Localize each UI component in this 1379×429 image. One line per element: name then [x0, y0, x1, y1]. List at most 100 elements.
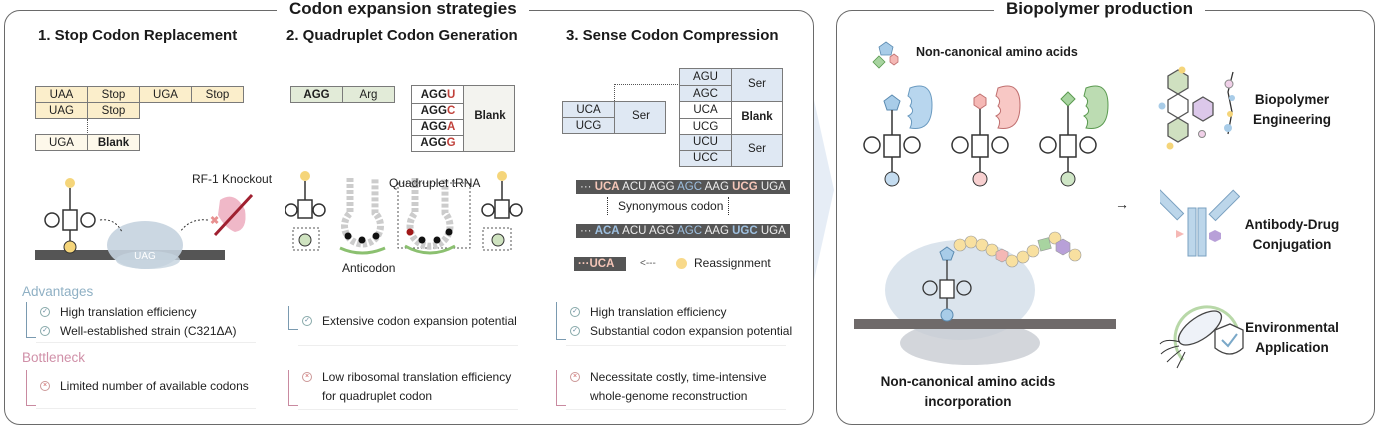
codon-cell: Stop	[87, 86, 140, 103]
bottleneck-label: Bottleneck	[22, 350, 86, 365]
check-icon: ✓	[302, 315, 312, 326]
block-x-icon: ✖	[210, 215, 219, 227]
separator	[298, 345, 518, 346]
quad-codon-table: AGGU AGGC AGGA AGGG Blank	[411, 85, 515, 152]
codon-cell: Blank	[87, 134, 140, 151]
codon-cell: UCU	[680, 135, 731, 151]
advantages-list: ✓High translation efficiency ✓Substantia…	[570, 302, 792, 340]
strategy-2-title: 2. Quadruplet Codon Generation	[286, 27, 518, 44]
aa-cell: Ser	[748, 78, 766, 90]
codon-cell: UCA	[680, 102, 731, 119]
biopolymer-production-panel: Biopolymer production	[836, 0, 1375, 425]
stop-codon-diagram: UAG ✖	[35, 178, 254, 269]
stop-codon-table-row2: UAG Stop	[35, 102, 140, 119]
codon-cell: Stop	[191, 86, 244, 103]
mrna-strand	[854, 319, 1116, 329]
ribosome-incorporation-diagram	[854, 231, 1116, 365]
bottleneck-list: ×Limited number of available codons	[40, 376, 249, 395]
quadruplet-trna-label: Quadruplet tRNA	[389, 176, 481, 190]
chevron-arrow-icon	[814, 100, 834, 280]
check-icon: ✓	[40, 325, 50, 336]
bottleneck-item: for quadruplet codon	[322, 388, 433, 403]
check-icon: ✓	[570, 325, 580, 336]
quad-codon: AGGC	[412, 103, 464, 120]
bottleneck-item: ×Limited number of available codons	[40, 376, 249, 395]
trna-pink	[951, 85, 1021, 187]
anticodon-label: Anticodon	[342, 261, 396, 275]
advantage-item: ✓Well-established strain (C321ΔA)	[40, 321, 237, 340]
blank-codon-table: UGA Blank	[35, 134, 140, 151]
environmental-icon	[1159, 305, 1244, 369]
codon-cell: AGU	[680, 69, 731, 86]
codon-cell: UGA	[139, 86, 192, 103]
quad-codon: AGGA	[412, 119, 464, 136]
codon-cell: UGA	[35, 134, 88, 151]
x-circle-icon: ×	[40, 380, 50, 391]
ncaa-shapes-icon	[872, 41, 899, 69]
bottleneck-item: ×Low ribosomal translation efficiency	[302, 367, 511, 386]
bracket	[26, 302, 36, 338]
strategy-1-title: 1. Stop Codon Replacement	[38, 27, 238, 44]
codon-cell: AGC	[693, 88, 718, 100]
codon-cell: UAG	[35, 102, 88, 119]
bracket	[556, 370, 566, 406]
quad-codon: AGGU	[412, 87, 464, 104]
trna-green	[1039, 85, 1109, 187]
aa-cell: Blank	[741, 111, 773, 123]
codon-cell: UCC	[693, 152, 718, 164]
anticodon-loop	[341, 178, 384, 248]
reassignment-label: Reassignment	[694, 256, 771, 270]
panel-title-codon-expansion: Codon expansion strategies	[277, 0, 529, 19]
codon-cell: Arg	[342, 86, 395, 103]
bottleneck-item: whole-genome reconstruction	[590, 388, 748, 403]
ser-codon-table: UCA UCG Ser	[562, 101, 666, 134]
stop-codon-table: UAA Stop UGA Stop	[35, 86, 244, 103]
advantage-item: ✓High translation efficiency	[40, 302, 237, 321]
advantage-item: ✓High translation efficiency	[570, 302, 792, 321]
arrow-dashed	[99, 219, 123, 233]
application-biopolymer: Biopolymer Engineering	[1252, 92, 1331, 127]
amino-acid-icon	[676, 258, 687, 269]
dotted-connector	[87, 119, 88, 133]
panel-title-biopolymer: Biopolymer production	[994, 0, 1205, 19]
recoded-sequence: ··· ACA ACU AGG AGC AAG UGC UGA	[576, 224, 790, 238]
ncaa-label: Non-canonical amino acids	[916, 45, 1078, 59]
arrow-dashed	[179, 219, 209, 233]
amino-acid-icon	[65, 178, 75, 188]
synonymous-codon-label: Synonymous codon	[618, 199, 724, 213]
x-circle-icon: ×	[570, 371, 580, 382]
codon-cell: AGG	[290, 86, 343, 103]
mrna-codon: UAG	[134, 251, 156, 262]
quad-codon: AGGG	[420, 137, 456, 149]
trna-loop	[44, 212, 60, 228]
trna-blue	[863, 85, 933, 187]
aa-cell: Ser	[748, 143, 766, 155]
bottleneck-list: ×Low ribosomal translation efficiency fo…	[302, 367, 511, 405]
dotted-arrow	[607, 197, 608, 215]
aminoacyl-trna-synthetase-diagram	[863, 85, 1109, 187]
bottleneck-item: ×Necessitate costly, time-intensive	[570, 367, 767, 386]
arrow-icon: →	[1115, 196, 1129, 212]
codon-cell: UCG	[563, 118, 615, 134]
reassigned-codon: ···UCA	[574, 257, 626, 271]
original-sequence: ··· UCA ACU AGG AGC AAG UCG UGA	[576, 180, 790, 194]
separator	[36, 408, 256, 409]
bottleneck-list: ×Necessitate costly, time-intensive whol…	[570, 367, 767, 405]
rf1-knockout-label: RF-1 Knockout	[192, 172, 273, 186]
reassign-arrow: <---	[640, 258, 656, 269]
bracket	[288, 306, 298, 330]
biopolymer-engineering-icon	[1158, 66, 1235, 150]
application-adc: Antibody-Drug Conjugation	[1244, 217, 1340, 252]
codon-cell: UAA	[35, 86, 88, 103]
separator	[36, 342, 256, 343]
ribosome-small	[900, 321, 1040, 365]
advantages-list: ✓Extensive codon expansion potential	[302, 311, 517, 330]
anticodon-loop	[63, 240, 77, 254]
dotted-connector	[614, 84, 682, 101]
peptide-chain	[953, 231, 1082, 268]
advantage-item: ✓Substantial codon expansion potential	[570, 321, 792, 340]
application-environmental: Environmental Application	[1245, 320, 1339, 355]
bracket	[556, 302, 566, 340]
advantage-item: ✓Extensive codon expansion potential	[302, 311, 517, 330]
separator	[566, 409, 786, 410]
